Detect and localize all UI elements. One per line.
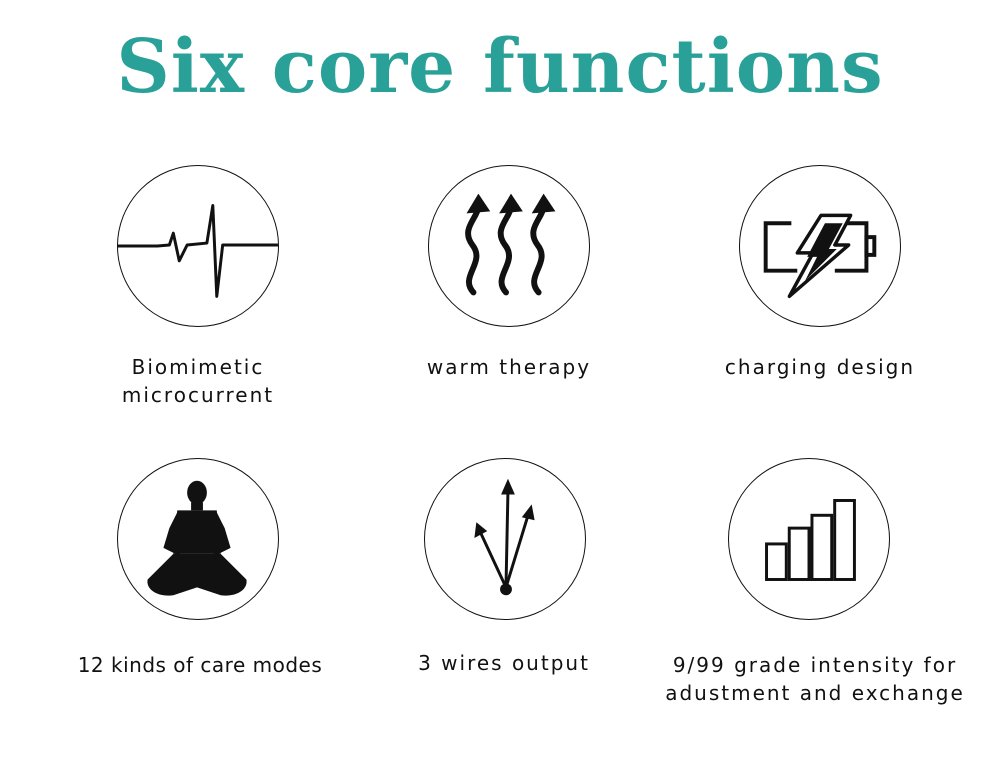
feature-label-wires-output: 3 wires output: [418, 651, 590, 675]
feature-label-microcurrent: Biomimetic microcurrent: [121, 355, 275, 407]
feature-label-intensity: 9/99 grade intensity for adustment and e…: [665, 653, 965, 705]
meditation-pose-icon: [117, 458, 279, 620]
battery-charging-icon: [739, 165, 901, 327]
feature-label-care-modes: 12 kinds of care modes: [77, 653, 323, 677]
page-title: Six core functions: [116, 24, 884, 110]
feature-label-charging: charging design: [724, 355, 916, 379]
three-arrows-icon: [424, 458, 586, 620]
heartbeat-icon: [117, 165, 279, 327]
heat-waves-icon: [428, 165, 590, 327]
feature-label-warm-therapy: warm therapy: [426, 355, 592, 379]
bar-levels-icon: [728, 458, 890, 620]
